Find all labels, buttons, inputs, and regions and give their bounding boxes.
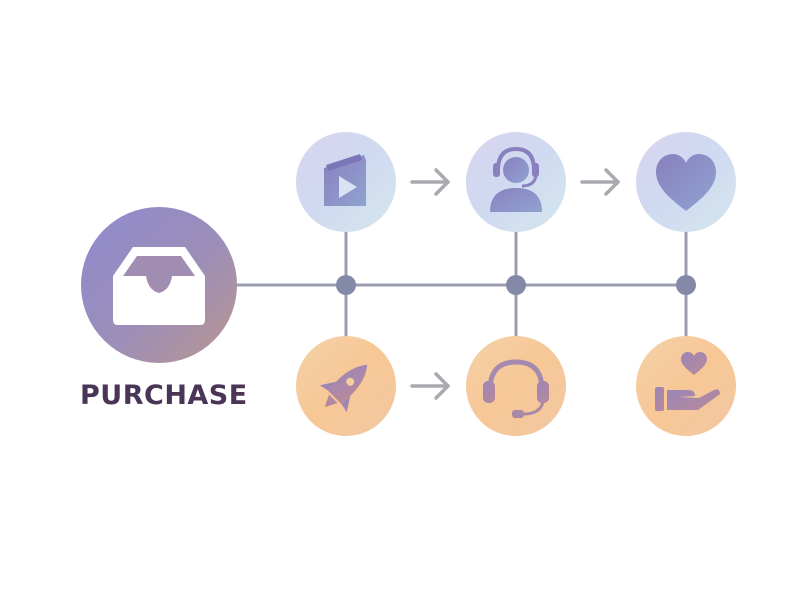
heart-icon bbox=[656, 154, 716, 211]
headset-icon bbox=[483, 359, 549, 418]
step-circle-support-agent bbox=[466, 132, 566, 232]
support-agent-icon bbox=[490, 146, 542, 212]
junction-node-1 bbox=[336, 275, 356, 295]
junction-node-2 bbox=[506, 275, 526, 295]
arrow-right-icon bbox=[580, 168, 620, 196]
step-circle-care bbox=[636, 336, 736, 436]
step-circle-video bbox=[296, 132, 396, 232]
step-circle-rocket bbox=[296, 336, 396, 436]
arrow-right-icon bbox=[410, 372, 450, 400]
purchase-label: PURCHASE bbox=[80, 380, 248, 411]
connector-lines bbox=[236, 228, 688, 342]
rocket-icon bbox=[319, 364, 368, 413]
flow-arrows bbox=[410, 168, 620, 400]
junction-node-3 bbox=[676, 275, 696, 295]
junction-nodes bbox=[336, 275, 696, 295]
video-book-icon bbox=[324, 154, 366, 206]
bottom-row bbox=[296, 336, 736, 436]
hand-heart-icon bbox=[655, 352, 720, 411]
top-row bbox=[296, 132, 736, 232]
step-circle-heart bbox=[636, 132, 736, 232]
step-circle-headset bbox=[466, 336, 566, 436]
inbox-tray-icon bbox=[113, 247, 205, 325]
arrow-right-icon bbox=[410, 168, 450, 196]
purchase-hub bbox=[81, 207, 237, 363]
